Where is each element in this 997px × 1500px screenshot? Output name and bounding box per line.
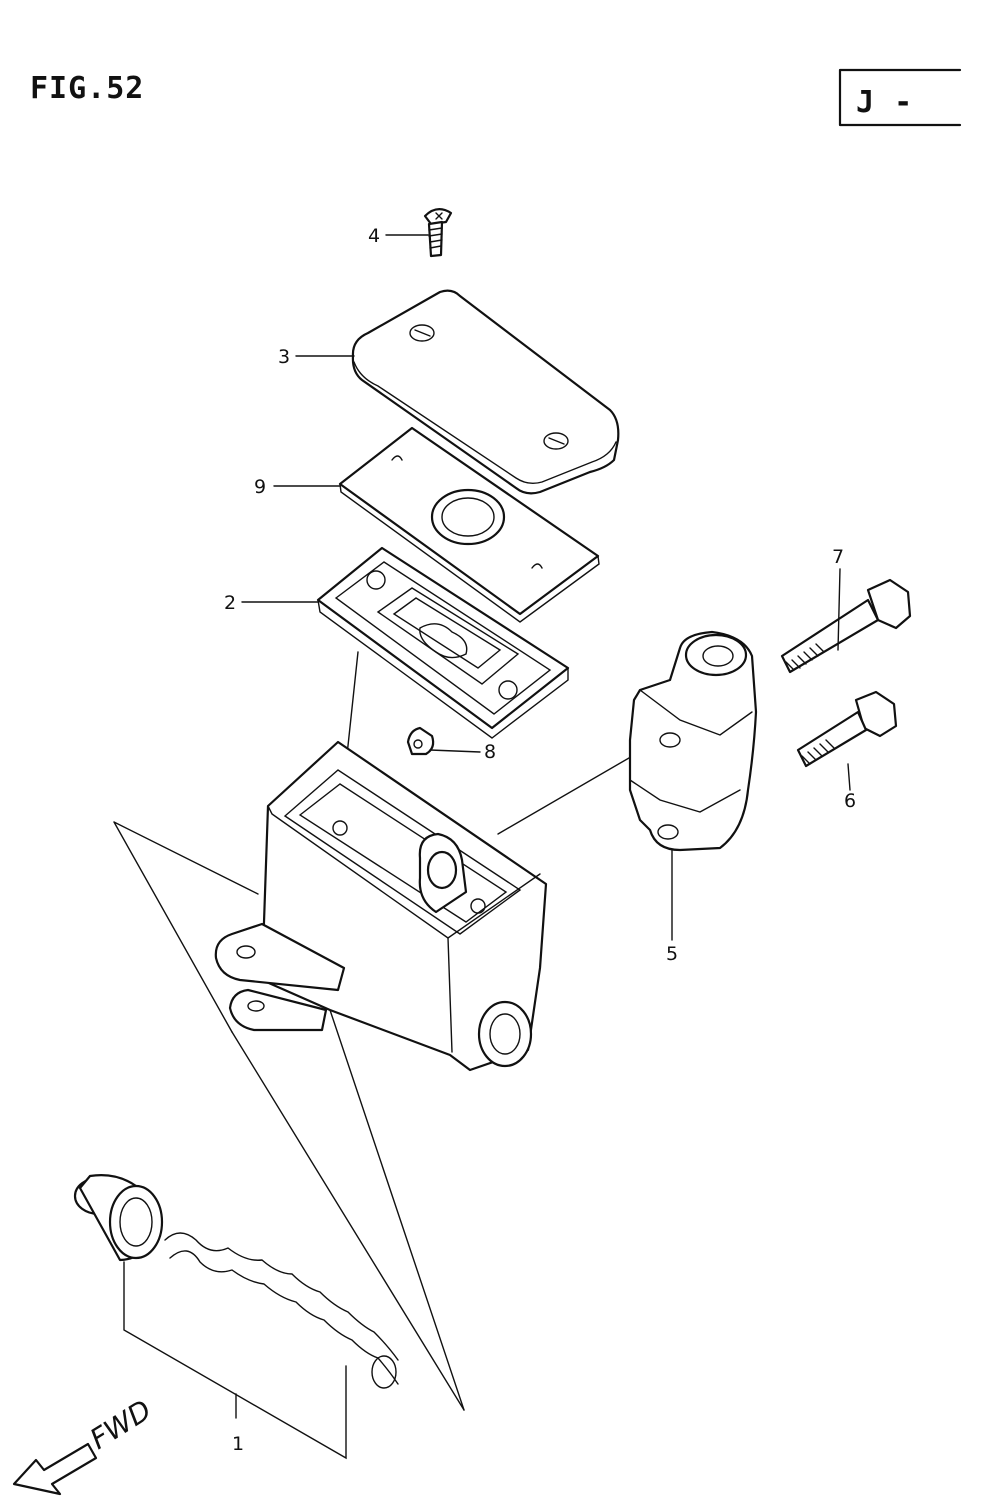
fwd-label: FWD bbox=[84, 1393, 157, 1456]
callout-6: 6 bbox=[844, 790, 856, 812]
cap-screw-hole-icon bbox=[543, 432, 569, 450]
part-8-clip bbox=[406, 726, 435, 756]
region-code: J - bbox=[856, 85, 913, 120]
callout-1: 1 bbox=[232, 1433, 244, 1455]
region-code-box: J - bbox=[838, 68, 962, 127]
part-6-short-bolt bbox=[796, 690, 898, 768]
callout-3: 3 bbox=[278, 346, 290, 368]
part-4-screw bbox=[423, 208, 453, 258]
part-3-reservoir-cap bbox=[351, 289, 620, 495]
master-cylinder-body bbox=[214, 740, 548, 1072]
part-5-clamp bbox=[628, 630, 758, 852]
callout-5: 5 bbox=[666, 943, 678, 965]
callout-4: 4 bbox=[368, 225, 380, 247]
part-1-piston-kit bbox=[73, 821, 465, 1460]
cap-screw-hole-icon bbox=[409, 324, 435, 342]
callout-7: 7 bbox=[832, 546, 844, 568]
callout-9: 9 bbox=[254, 476, 266, 498]
part-7-long-bolt bbox=[780, 578, 912, 674]
callout-2: 2 bbox=[224, 592, 236, 614]
figure-title: FIG.52 bbox=[30, 71, 144, 106]
part-2-diaphragm bbox=[316, 546, 570, 739]
forward-direction-indicator: FWD bbox=[12, 1393, 157, 1496]
part-9-plate bbox=[338, 426, 600, 623]
callout-8: 8 bbox=[484, 741, 496, 763]
leader-lines bbox=[241, 234, 851, 941]
